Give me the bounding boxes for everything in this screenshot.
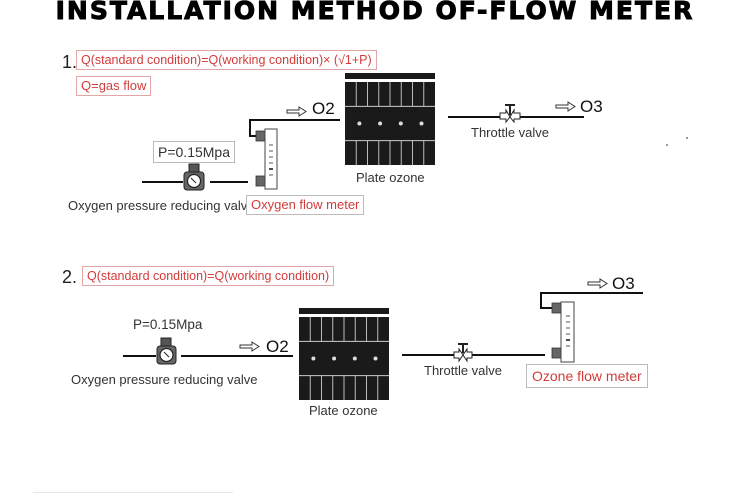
generator-electrode-dot (352, 356, 357, 361)
method-2-number: 2. (62, 267, 78, 287)
method-2-o2-arrow-icon (239, 341, 260, 352)
method-1-flow-meter-label: Oxygen flow meter (246, 195, 365, 215)
flow-meter-tube (560, 301, 575, 363)
generator-electrode-dot (332, 356, 337, 361)
method-2-o3-arrow-icon (587, 278, 608, 289)
method-1-throttle-label: Throttle valve (471, 125, 550, 140)
gauge-needle (190, 177, 197, 184)
method-2-pressure-reducing-valve (156, 337, 177, 365)
method-2-throttle-label: Throttle valve (424, 363, 503, 378)
method-2-inlet-gas: O2 (266, 337, 289, 356)
method-2-outlet-gas: O3 (612, 274, 635, 293)
method-1-formula: Q(standard condition)=Q(working conditio… (76, 50, 377, 70)
method-2-plate-ozone-generator (299, 308, 389, 400)
generator-electrode-dot (378, 121, 383, 126)
method-1-reducing-valve-label: Oxygen pressure reducing valve (68, 198, 255, 213)
method-2-reducing-valve-label: Oxygen pressure reducing valve (71, 372, 258, 387)
flow-meter-tube (264, 128, 278, 190)
speck (666, 144, 668, 146)
flow-meter-port (255, 175, 266, 187)
method-2-pipes (123, 292, 643, 357)
method-1-pressure-reducing-valve (183, 163, 205, 191)
speck (686, 137, 688, 139)
pipe-segment (249, 119, 340, 137)
method-1-definition: Q=gas flow (76, 76, 152, 96)
method-1-oxygen-flow-meter (255, 128, 278, 190)
bottom-divider (33, 492, 233, 493)
flow-meter-scale (269, 144, 273, 176)
method-1-o3-arrow-icon (555, 101, 576, 112)
flow-meter-port (255, 130, 266, 142)
flow-meter-scale (566, 315, 570, 347)
method-1-pipes (142, 116, 584, 183)
method-2-throttle-valve-icon (453, 343, 473, 363)
method-1-outlet-gas: O3 (580, 97, 603, 116)
gauge-needle (163, 351, 170, 358)
pipe-segment (540, 292, 643, 309)
flow-meter-port (551, 302, 562, 314)
flow-meter-port (551, 347, 562, 359)
generator-top-bar (345, 73, 435, 79)
method-2-formula: Q(standard condition)=Q(working conditio… (82, 266, 335, 286)
method-1-number: 1. (62, 52, 78, 72)
method-2-ozone-flow-meter (551, 301, 575, 363)
method-1-throttle-valve-icon (499, 104, 521, 124)
method-1-inlet-gas: O2 (312, 99, 335, 118)
method-1-pressure-label: P=0.15Mpa (153, 141, 235, 163)
method-2-pressure-label: P=0.15Mpa (133, 317, 203, 332)
page-title: INSTALLATION METHOD OF-FLOW METER (55, 0, 695, 26)
method-2-flow-meter-label: Ozone flow meter (526, 364, 648, 388)
generator-electrode-dot (419, 121, 424, 126)
generator-electrode-dot (357, 121, 362, 126)
method-1-plate-ozone-generator (345, 73, 435, 165)
method-1-o2-arrow-icon (286, 106, 307, 117)
method-1-generator-label: Plate ozone (356, 170, 425, 185)
generator-electrode-dot (373, 356, 378, 361)
method-2-generator-label: Plate ozone (309, 403, 378, 418)
generator-electrode-dot (311, 356, 316, 361)
generator-electrode-dot (398, 121, 403, 126)
generator-top-bar (299, 308, 389, 314)
